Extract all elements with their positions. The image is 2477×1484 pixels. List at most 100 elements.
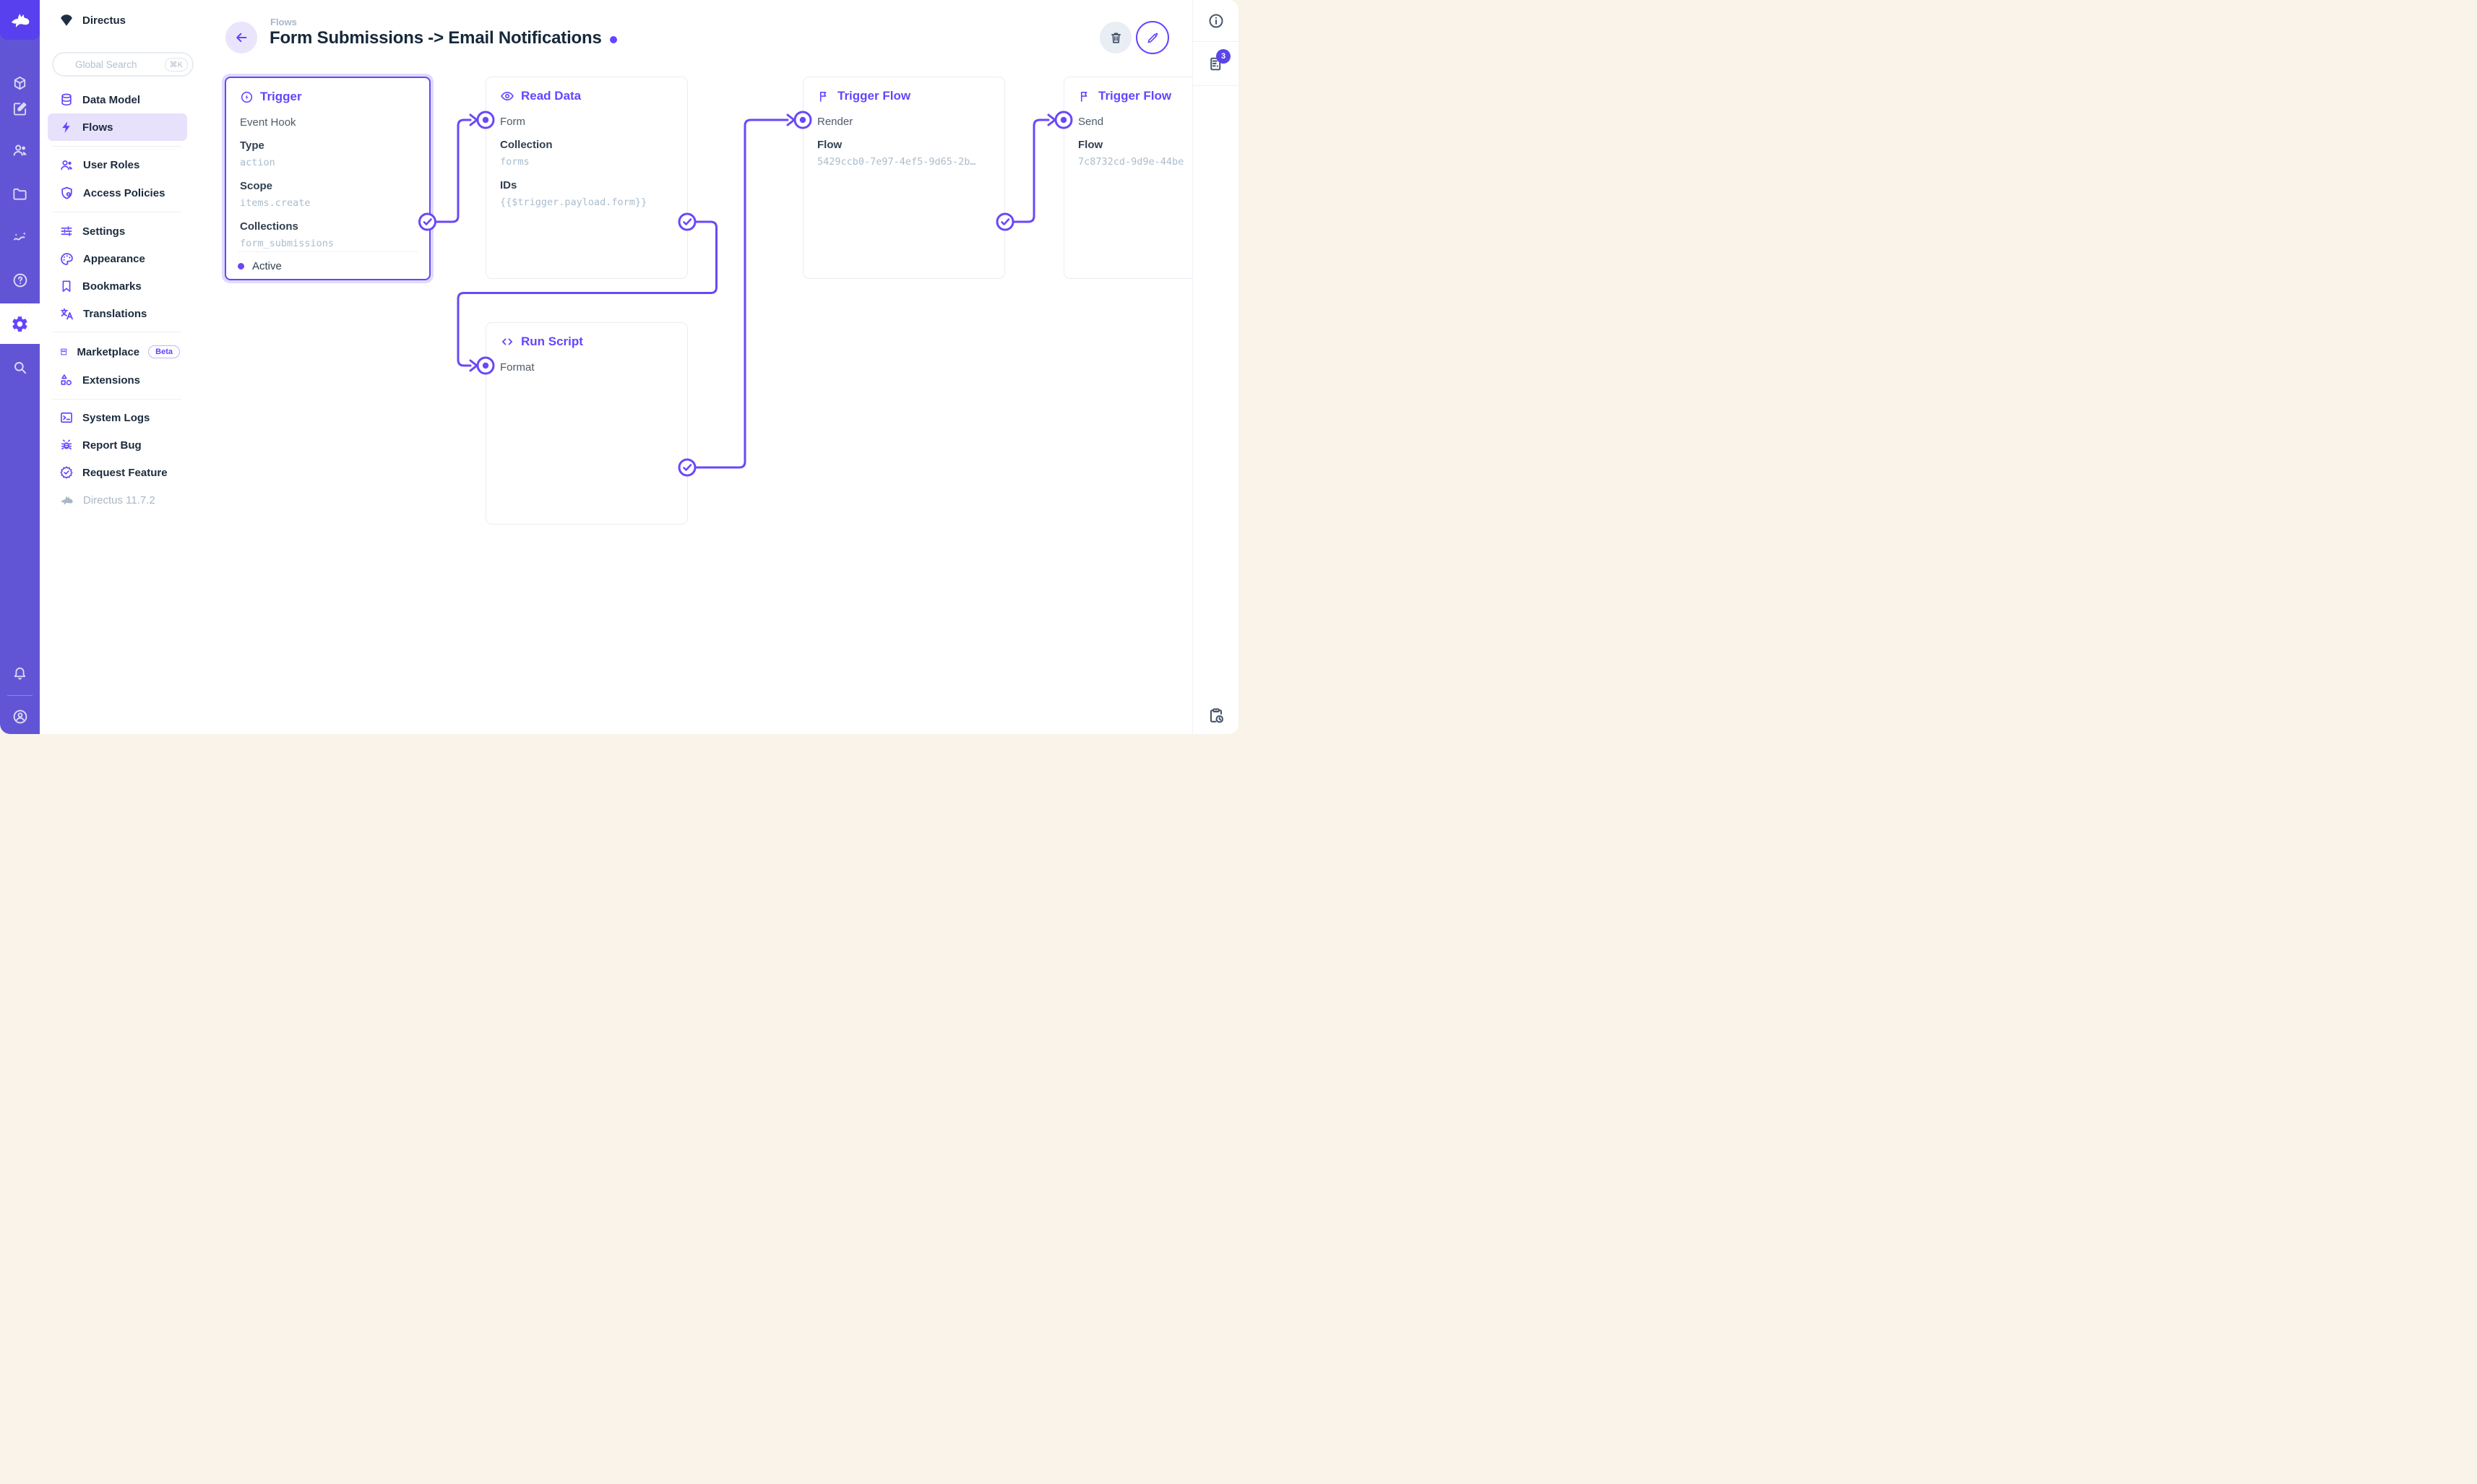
wire-trigger-to-read-data xyxy=(426,118,472,223)
panel-title: Run Script xyxy=(521,335,583,348)
run-script-panel[interactable]: Run Script Format xyxy=(486,322,688,525)
field-label: Collections xyxy=(240,220,298,233)
gear-icon xyxy=(12,316,27,332)
module-help[interactable] xyxy=(0,264,40,296)
module-users[interactable] xyxy=(0,134,40,166)
info-icon xyxy=(1209,14,1223,27)
trigger-type: Event Hook xyxy=(240,116,296,129)
logs-sidebar-button[interactable]: 3 xyxy=(1193,42,1238,86)
cube-icon xyxy=(14,76,26,90)
sidebar-item-label: Report Bug xyxy=(82,439,142,452)
field-label: Type xyxy=(240,139,264,152)
trigger-status-row: Active xyxy=(238,251,418,272)
operation-name: Format xyxy=(500,361,535,374)
arrow-left-icon xyxy=(236,33,247,43)
panel-title: Trigger Flow xyxy=(837,89,911,103)
delete-flow-button[interactable] xyxy=(1100,22,1132,53)
code-icon xyxy=(501,338,513,345)
back-button[interactable] xyxy=(225,22,257,53)
field-label: IDs xyxy=(500,178,517,191)
module-files[interactable] xyxy=(0,178,40,210)
pending-revisions-button[interactable] xyxy=(1193,707,1238,725)
module-settings[interactable] xyxy=(0,303,40,344)
feature-seal-icon xyxy=(60,466,73,479)
database-icon xyxy=(61,93,72,106)
field-value: 7c8732cd-9d9e-44be xyxy=(1078,156,1184,168)
panel-title: Trigger Flow xyxy=(1098,89,1172,103)
global-search-input[interactable]: Global Search ⌘K xyxy=(52,52,194,77)
sidebar-item-settings[interactable]: Settings xyxy=(48,217,187,245)
tune-icon xyxy=(61,226,72,236)
module-search[interactable] xyxy=(0,351,40,383)
edit-flow-button[interactable] xyxy=(1136,21,1169,54)
sidebar-item-bookmarks[interactable]: Bookmarks xyxy=(48,272,187,300)
notifications-button[interactable] xyxy=(0,657,40,689)
sidebar-item-marketplace[interactable]: Marketplace Beta xyxy=(48,338,187,366)
field-value: forms xyxy=(500,156,530,168)
sidebar-item-flows[interactable]: Flows xyxy=(48,113,187,141)
sidebar-item-label: User Roles xyxy=(83,158,140,171)
sidebar-item-request-feature[interactable]: Request Feature xyxy=(48,459,187,486)
module-insights[interactable] xyxy=(0,221,40,253)
sidebar-item-appearance[interactable]: Appearance xyxy=(48,245,187,272)
insights-icon xyxy=(13,232,26,241)
search-placeholder: Global Search xyxy=(75,59,137,70)
sidebar-item-data-model[interactable]: Data Model xyxy=(48,86,187,113)
trash-icon xyxy=(1111,33,1121,43)
breadcrumb[interactable]: Flows xyxy=(270,17,297,27)
sidebar-item-label: System Logs xyxy=(82,411,150,424)
project-header[interactable]: Directus xyxy=(40,0,195,40)
sidebar-item-user-roles[interactable]: User Roles xyxy=(48,151,187,178)
field-value: action xyxy=(240,157,275,168)
read-data-panel-header: Read Data xyxy=(500,87,673,105)
sidebar-item-label: Appearance xyxy=(83,252,145,265)
trigger-panel[interactable]: Trigger Event Hook Type action Scope ite… xyxy=(225,77,431,280)
info-sidebar-button[interactable] xyxy=(1193,0,1238,42)
search-shortcut: ⌘K xyxy=(164,57,188,72)
operation-name: Send xyxy=(1078,115,1104,128)
sidebar-item-report-bug[interactable]: Report Bug xyxy=(48,431,187,459)
account-button[interactable] xyxy=(0,701,40,733)
wire-arrowhead xyxy=(1047,113,1056,126)
read-data-panel[interactable]: Read Data Form Collection forms IDs {{$t… xyxy=(486,77,688,279)
trigger-panel-selection-halo: Trigger Event Hook Type action Scope ite… xyxy=(222,74,434,283)
shapes-icon xyxy=(61,374,72,386)
project-fan-icon xyxy=(61,14,72,26)
field-value: items.create xyxy=(240,197,311,209)
pencil-icon xyxy=(1147,33,1158,43)
wire-arrowhead xyxy=(786,113,796,126)
module-bar xyxy=(0,0,40,734)
search-icon xyxy=(14,361,27,374)
trigger-panel-header: Trigger xyxy=(240,88,415,105)
rabbit-logo-icon xyxy=(11,13,29,27)
sidebar-item-label: Bookmarks xyxy=(82,280,142,293)
bolt-icon xyxy=(62,121,70,133)
module-bar-divider xyxy=(7,695,33,696)
field-value: {{$trigger.payload.form}} xyxy=(500,197,647,208)
field-label: Flow xyxy=(817,138,843,151)
module-content[interactable] xyxy=(0,67,40,99)
clipboard-clock-icon xyxy=(1210,708,1223,723)
bolt-circle-icon xyxy=(241,91,253,103)
active-status-label: Active xyxy=(252,260,282,272)
wire-render-to-trigger-flow-send xyxy=(1004,118,1050,223)
translate-icon xyxy=(61,308,73,319)
field-value: form_submissions xyxy=(240,238,335,249)
sidebar-item-system-logs[interactable]: System Logs xyxy=(48,404,187,431)
sidebar-item-label: Request Feature xyxy=(82,466,168,479)
folder-icon xyxy=(13,188,27,200)
sidebar-item-label: Access Policies xyxy=(83,186,165,199)
sidebar-item-extensions[interactable]: Extensions xyxy=(48,366,187,394)
sidebar-item-translations[interactable]: Translations xyxy=(48,300,187,327)
field-label: Flow xyxy=(1078,138,1103,151)
panel-title: Read Data xyxy=(521,89,582,103)
page-title: Form Submissions -> Email Notifications xyxy=(270,28,602,48)
help-icon xyxy=(13,273,27,288)
right-sidebar: 3 xyxy=(1192,0,1238,734)
flag-icon xyxy=(819,91,827,102)
sidebar-item-access-policies[interactable]: Access Policies xyxy=(48,179,187,207)
module-editor[interactable] xyxy=(0,92,40,124)
trigger-flow-render-panel[interactable]: Trigger Flow Render Flow 5429ccb0-7e97-4… xyxy=(803,77,1005,279)
nav-sidebar: Directus Global Search ⌘K Data Model Flo… xyxy=(40,0,195,734)
directus-logo[interactable] xyxy=(0,0,40,40)
